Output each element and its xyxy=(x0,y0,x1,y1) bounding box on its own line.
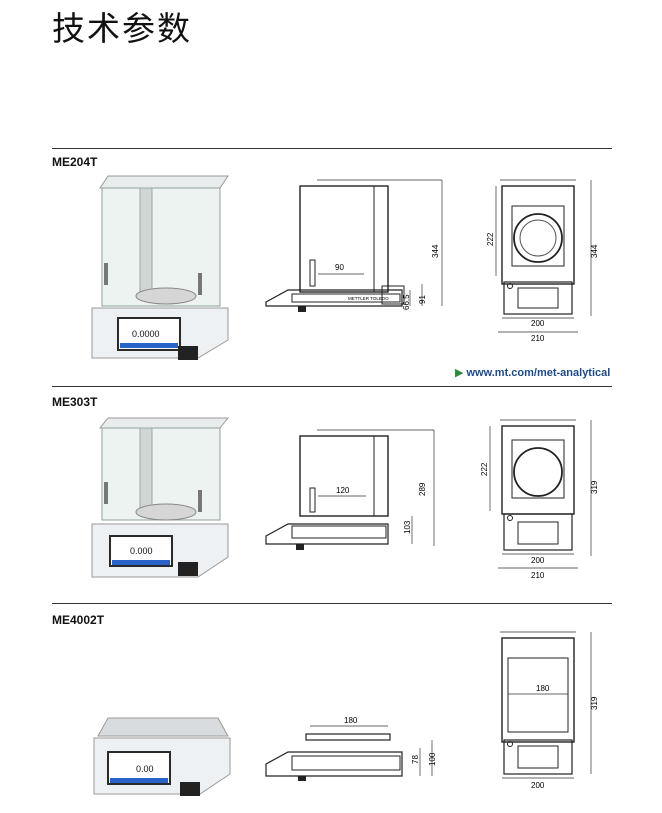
section-divider xyxy=(52,603,612,604)
page-title: 技术参数 xyxy=(52,9,192,48)
side-view-drawing: 120 289 103 xyxy=(265,429,435,550)
front-dim-height-left: 222 xyxy=(486,232,495,246)
balance-photo: 0.0000 xyxy=(91,175,229,360)
balance-display-reading: 0.00 xyxy=(136,764,154,774)
section-divider xyxy=(52,148,612,149)
front-dim-height-right: 344 xyxy=(590,244,599,258)
side-view-drawing: 180 78 100 xyxy=(265,716,437,781)
balance-photo: 0.000 xyxy=(91,417,230,578)
model-name: ME303T xyxy=(52,395,98,409)
side-dim-height: 344 xyxy=(431,244,440,258)
balance-display-reading: 0.000 xyxy=(130,546,153,556)
front-dim-width-outer: 210 xyxy=(531,571,545,580)
front-view-drawing: 222 344 200 210 xyxy=(486,179,599,343)
front-dim-height-right: 319 xyxy=(590,480,599,494)
model-name: ME4002T xyxy=(52,613,105,627)
front-dim-width-inner: 200 xyxy=(531,556,545,565)
balance-display-reading: 0.0000 xyxy=(132,329,160,339)
front-dim-width: 200 xyxy=(531,781,545,790)
front-view-drawing: 180 319 200 xyxy=(500,631,599,790)
section-divider xyxy=(52,386,612,387)
front-dim-height-left: 222 xyxy=(480,462,489,476)
side-dim-b: 100 xyxy=(428,752,437,766)
side-dim-inner-width: 120 xyxy=(336,486,350,495)
side-view-drawing: 90 METTLER TOLEDO 344 66.5 91 xyxy=(265,179,443,312)
balance-photo: 0.00 xyxy=(93,717,231,796)
arrow-icon: ▶ xyxy=(455,367,464,379)
side-dim-inner-width: 180 xyxy=(344,716,358,725)
website-link[interactable]: ▶www.mt.com/met-analytical xyxy=(455,367,611,379)
front-dim-width-inner: 200 xyxy=(531,319,545,328)
side-dim-a: 78 xyxy=(411,755,420,764)
front-view-drawing: 222 319 200 210 xyxy=(480,419,599,580)
side-dim-height: 289 xyxy=(418,482,427,496)
side-dim-b: 91 xyxy=(418,295,427,304)
front-dim-pan: 180 xyxy=(536,684,550,693)
side-dim-a: 66.5 xyxy=(402,294,411,310)
side-dim-inner-width: 90 xyxy=(335,263,344,272)
model-name: ME204T xyxy=(52,155,98,169)
brand-label: METTLER TOLEDO xyxy=(348,296,389,301)
front-dim-height-right: 319 xyxy=(590,696,599,710)
side-dim-b: 103 xyxy=(403,520,412,534)
front-dim-width-outer: 210 xyxy=(531,334,545,343)
